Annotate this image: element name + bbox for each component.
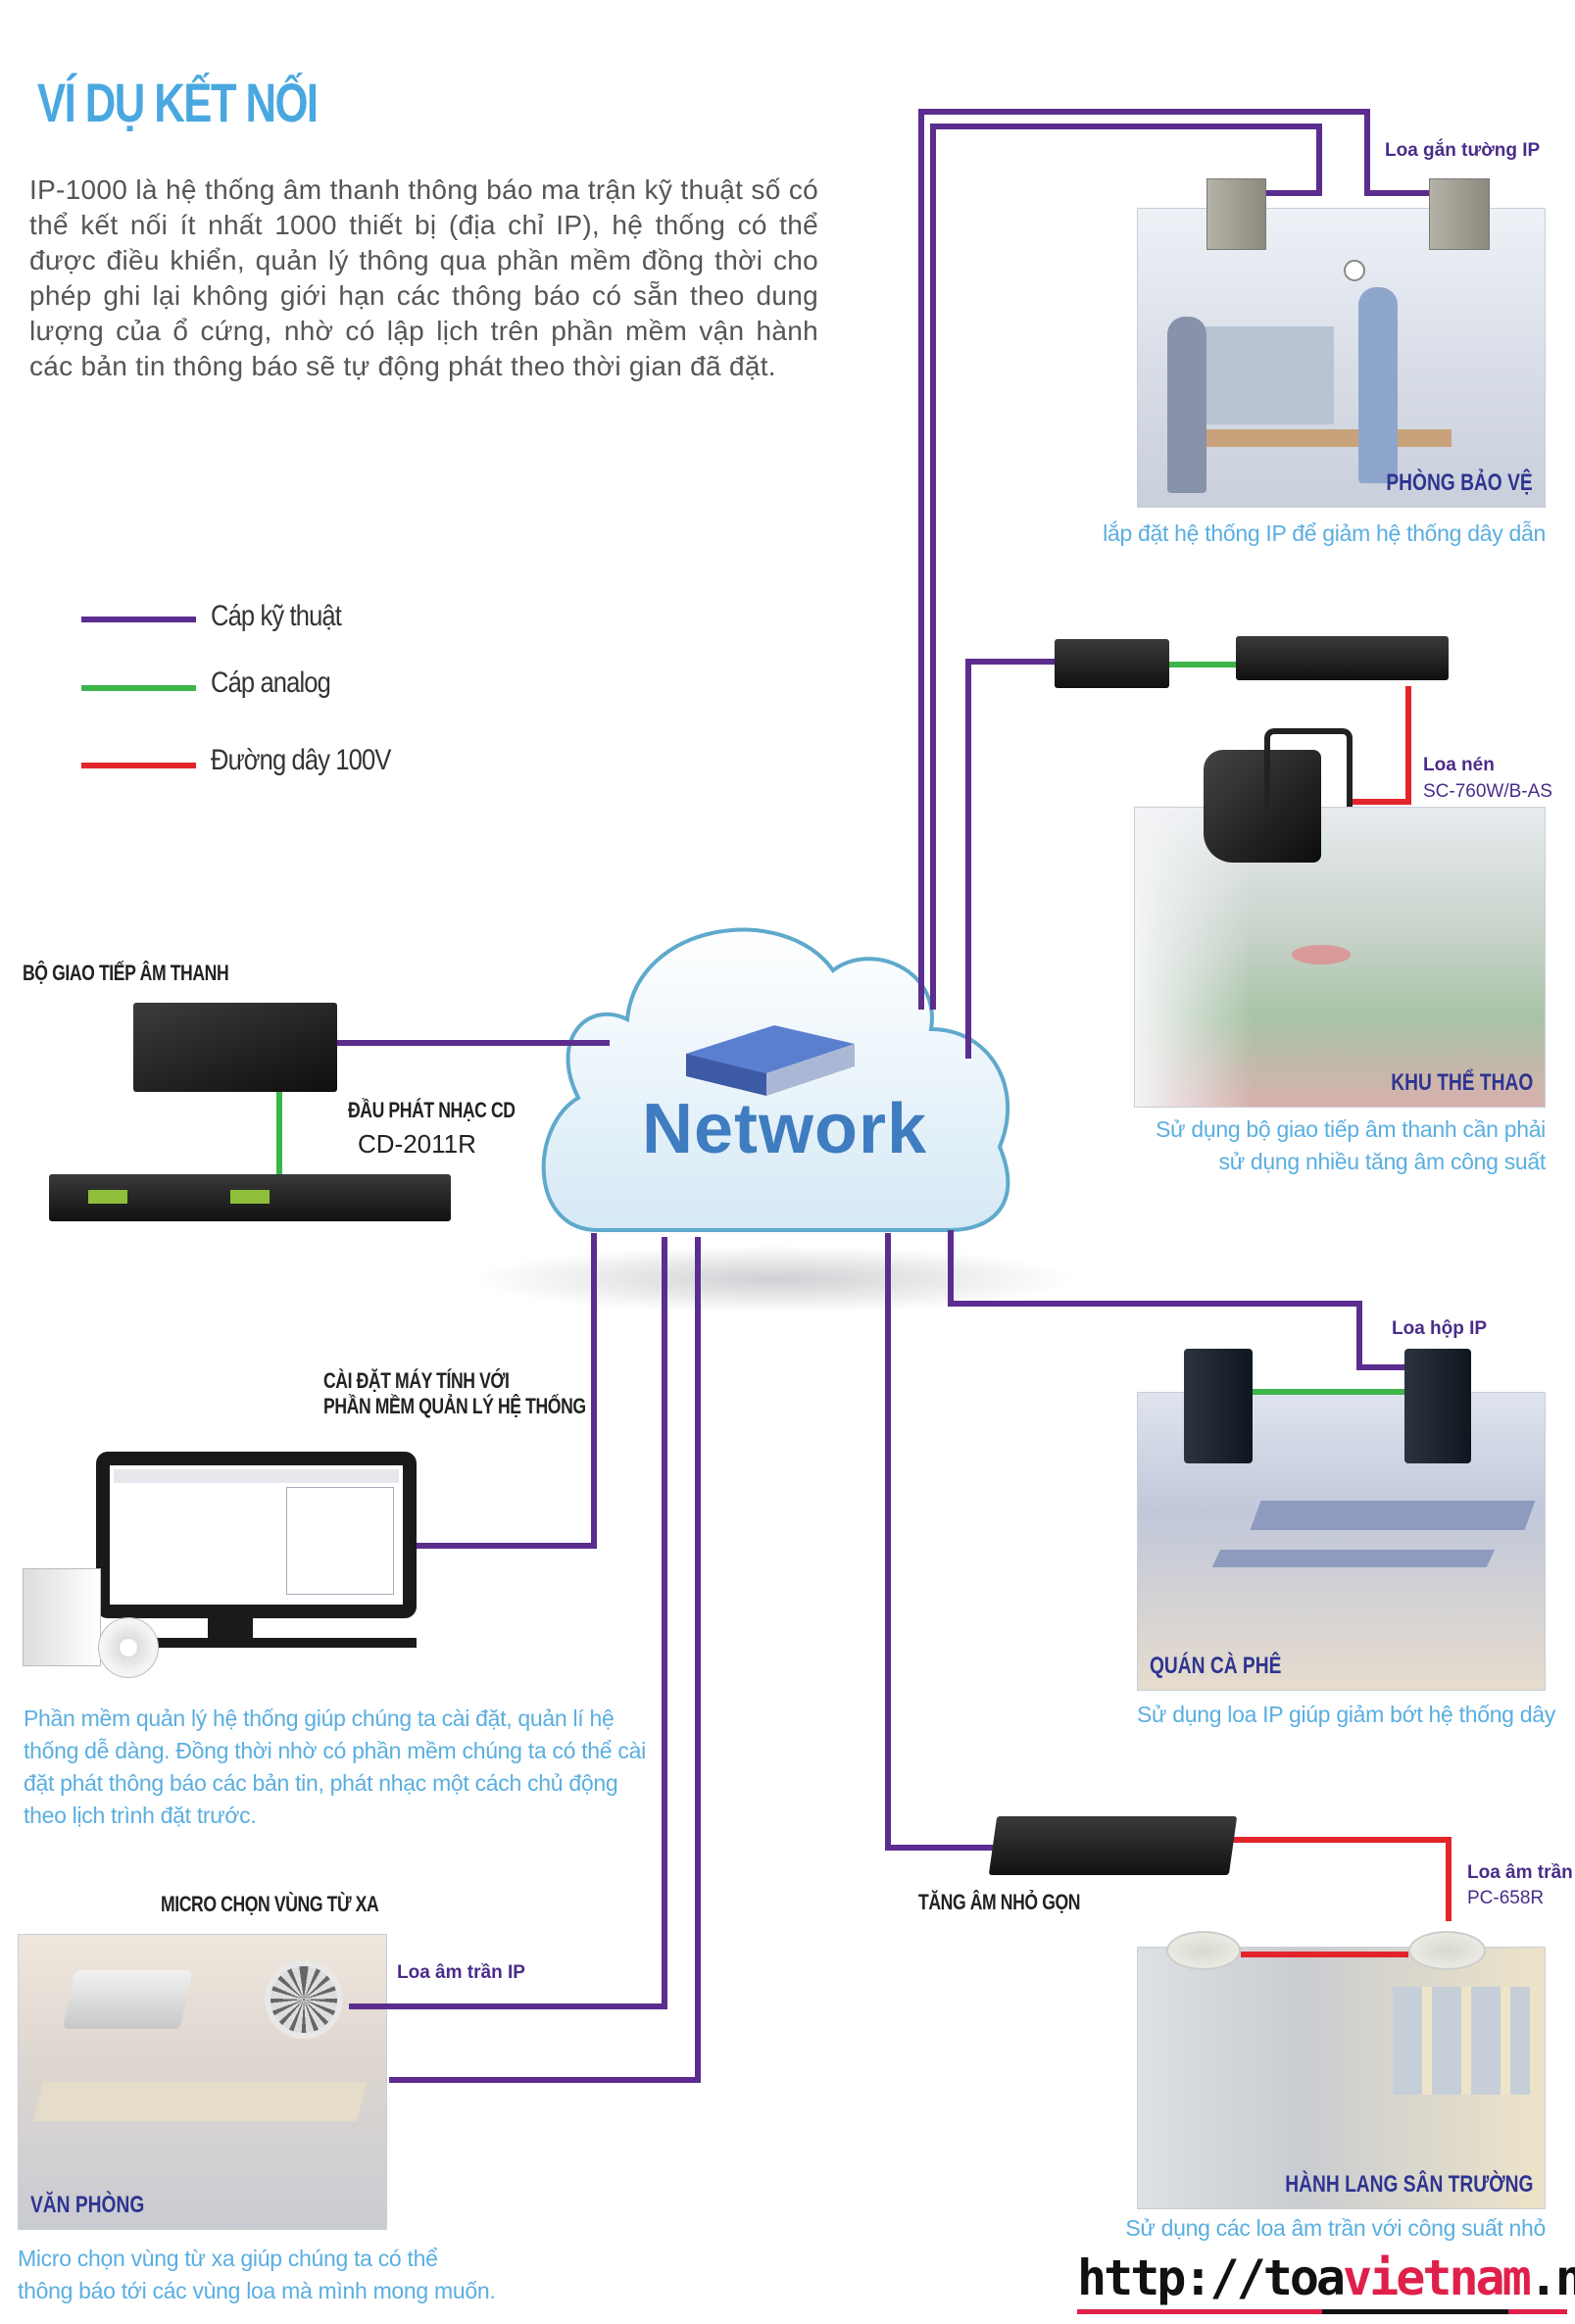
network-label: Network <box>642 1090 928 1168</box>
url-suffix: .net <box>1528 2250 1575 2306</box>
sports-caption-line: sử dụng nhiều tăng âm công suất <box>1218 1149 1547 1174</box>
url-underline <box>1077 2309 1322 2314</box>
software-dialog <box>286 1487 394 1595</box>
box-speaker-label: Loa hộp IP <box>1392 1318 1488 1339</box>
audio-interface-unit <box>1055 639 1169 688</box>
wire-technical <box>918 109 1434 1010</box>
cafe-title: QUÁN CÀ PHÊ <box>1150 1653 1282 1679</box>
legend-line-technical <box>81 617 196 622</box>
pc-label-line: PHẦN MỀM QUẢN LÝ HỆ THỐNG <box>323 1394 586 1418</box>
intro-paragraph: IP-1000 là hệ thống âm thanh thông báo m… <box>29 174 818 381</box>
windows <box>1393 1987 1530 2095</box>
legend-label-100v: Đường dây 100V <box>211 744 391 776</box>
office-caption-line: thông báo tới các vùng loa mà mình mong … <box>18 2278 496 2303</box>
monitor-stand <box>208 1618 253 1638</box>
network-switch-icon <box>686 1025 855 1096</box>
horn-speaker-model: SC-760W/B-AS <box>1423 781 1552 802</box>
url-underline <box>1508 2309 1567 2314</box>
wire-technical <box>417 1233 597 1549</box>
wire-100v <box>1233 1837 1452 1921</box>
sports-caption-line: Sử dụng bộ giao tiếp âm thanh cần phải <box>1156 1116 1546 1142</box>
legend-label-technical: Cáp kỹ thuật <box>211 600 342 632</box>
box-speaker <box>1404 1349 1471 1463</box>
audio-interface-unit <box>133 1003 337 1092</box>
clock-icon <box>1344 260 1365 281</box>
security-title: PHÒNG BẢO VỆ <box>1386 470 1533 496</box>
wire-technical <box>885 1233 993 1851</box>
url-prefix: http://toa <box>1077 2250 1346 2306</box>
compact-amp-label: TĂNG ÂM NHỎ GỌN <box>918 1890 1081 1914</box>
wire-technical <box>948 1230 1404 1370</box>
pc-label-line: CÀI ĐẶT MÁY TÍNH VỚI <box>323 1368 510 1393</box>
ceiling-speaker <box>1166 1931 1241 1970</box>
compact-amplifier <box>988 1816 1238 1875</box>
legend-line-100v <box>81 763 196 768</box>
software-toolbar <box>114 1469 399 1483</box>
security-caption: lắp đặt hệ thống IP để giảm hệ thống dây… <box>1103 520 1546 546</box>
cd-display <box>88 1190 127 1204</box>
ip-ceiling-speaker <box>265 1960 343 2039</box>
wire-technical <box>349 1237 667 2009</box>
url-accent: vietnam <box>1343 2250 1532 2306</box>
wire-100v <box>1353 686 1411 805</box>
office-caption: Micro chọn vùng từ xa giúp chúng ta có t… <box>18 2243 496 2307</box>
sports-title: KHU THỂ THAO <box>1390 1069 1533 1096</box>
box-speaker <box>1184 1349 1253 1463</box>
wall-speaker-label: Loa gắn tường IP <box>1385 140 1541 161</box>
mic-label: MICRO CHỌN VÙNG TỪ XA <box>161 1892 379 1916</box>
computer-monitor <box>96 1452 417 1618</box>
wall-speaker <box>1429 178 1490 250</box>
url-underline <box>1322 2309 1508 2314</box>
office-caption-line: Micro chọn vùng từ xa giúp chúng ta có t… <box>18 2246 438 2271</box>
wall-speaker <box>1206 178 1266 250</box>
monitor-base <box>108 1638 417 1648</box>
sports-caption: Sử dụng bộ giao tiếp âm thanh cần phải sử… <box>1078 1113 1546 1178</box>
office-title: VĂN PHÒNG <box>30 2192 145 2218</box>
wire-technical <box>389 1237 701 2083</box>
panel-hallway: HÀNH LANG SÂN TRƯỜNG <box>1137 1947 1546 2209</box>
cd-player <box>49 1174 451 1221</box>
cd-player-label: ĐẦU PHÁT NHẠC CD <box>348 1098 516 1122</box>
ceiling-speaker-label: Loa âm trần <box>1467 1862 1573 1883</box>
horn-speaker <box>1204 750 1321 863</box>
wire-technical <box>930 124 1322 1010</box>
ceiling-speaker-model: PC-658R <box>1467 1888 1545 1908</box>
wire-technical <box>965 659 1055 1059</box>
guard-figure <box>1167 317 1206 493</box>
remote-microphone <box>62 1970 193 2029</box>
horn-speaker-bracket <box>1264 728 1353 807</box>
ip-ceiling-speaker-label: Loa âm trần IP <box>397 1962 525 1983</box>
cafe-caption: Sử dụng loa IP giúp giảm bớt hệ thống dâ… <box>1137 1702 1555 1727</box>
power-amplifier <box>1236 636 1449 680</box>
court-circle <box>1292 945 1351 964</box>
cd-display <box>230 1190 270 1204</box>
hall-caption: Sử dụng các loa âm trần với công suất nh… <box>1125 2215 1546 2241</box>
guard-figure <box>1358 287 1398 483</box>
panel-sports-area: KHU THỂ THAO <box>1134 807 1546 1108</box>
interface-label: BỘ GIAO TIẾP ÂM THANH <box>23 961 229 985</box>
legend-label-analog: Cáp analog <box>211 667 331 699</box>
panel-security-room: PHÒNG BẢO VỆ <box>1137 208 1546 508</box>
hall-title: HÀNH LANG SÂN TRƯỜNG <box>1284 2171 1533 2198</box>
pc-caption: Phần mềm quản lý hệ thống giúp chúng ta … <box>24 1706 646 1828</box>
ceiling-speaker <box>1408 1931 1486 1970</box>
legend-line-analog <box>81 685 196 691</box>
software-box <box>23 1568 101 1666</box>
software-cd <box>98 1617 159 1678</box>
website-url[interactable]: http://toavietnam.net <box>1077 2252 1575 2303</box>
page-title: VÍ DỤ KẾT NỐI <box>37 72 319 133</box>
horn-speaker-label: Loa nén <box>1423 755 1495 775</box>
cd-player-model: CD-2011R <box>358 1129 476 1159</box>
